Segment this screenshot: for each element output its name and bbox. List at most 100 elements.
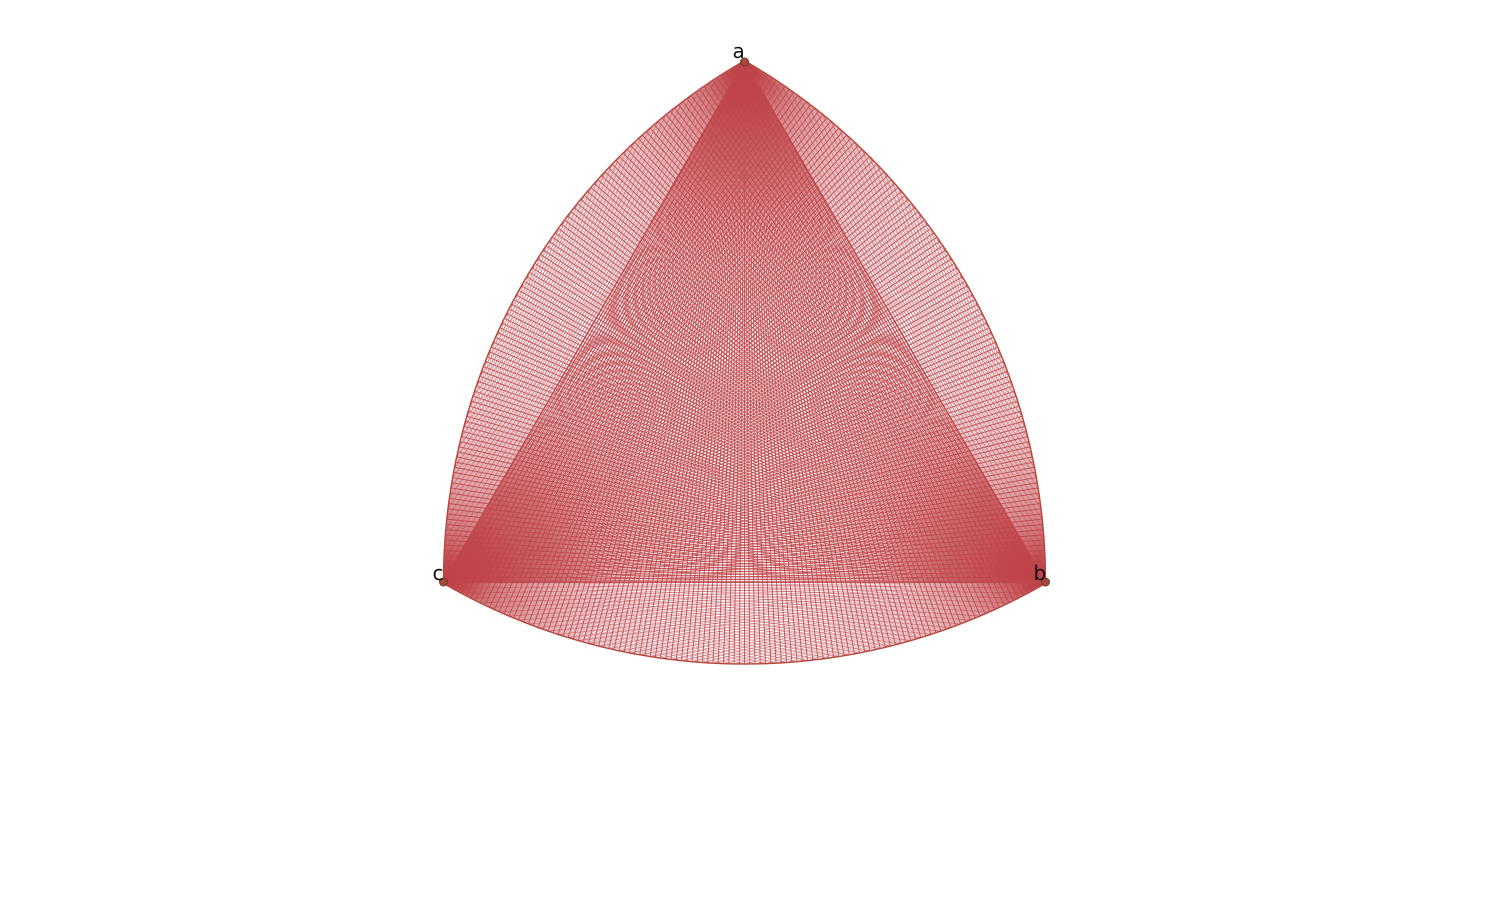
arc-ca-radial-line — [529, 271, 1046, 583]
vertex-markers — [439, 57, 1050, 587]
arc-ca-chord-line — [443, 290, 520, 583]
arc-bc-radial-line — [513, 61, 745, 619]
arc-ca-radial-line — [450, 487, 1046, 583]
arc-ca-radial-line — [489, 351, 1046, 583]
arc-ab-chord-line — [744, 61, 1046, 572]
arc-ca-radial-line — [468, 410, 1046, 583]
arc-ab-chord-line — [744, 61, 949, 255]
arc-bc-chord-line — [443, 581, 839, 657]
arc-bc-radial-line — [649, 61, 745, 657]
arc-bc-chord-line — [681, 581, 1046, 662]
arc-ca-radial-line — [738, 63, 1046, 583]
vertex-a-point[interactable] — [740, 57, 749, 67]
arc-ca-radial-line — [452, 477, 1046, 583]
arc-ca-chord-line — [443, 164, 613, 583]
arc-ca-chord-line — [490, 61, 745, 348]
vertex-c-point[interactable] — [439, 577, 448, 587]
arc-ab-chord-line — [744, 61, 1046, 562]
arc-ca-radial-line — [669, 110, 1046, 583]
arc-ca-radial-line — [590, 187, 1046, 583]
arc-ca-radial-line — [583, 195, 1046, 583]
arc-ca-radial-line — [619, 156, 1046, 583]
arc-ca-radial-line — [699, 88, 1046, 583]
arc-ab-chord-line — [924, 219, 1046, 583]
arc-ca-chord-line — [443, 134, 643, 583]
arc-bc-radial-line — [744, 61, 772, 664]
arc-ca-radial-line — [543, 249, 1046, 583]
arc-ca-radial-line — [446, 518, 1046, 583]
arc-ca-radial-line — [657, 120, 1046, 583]
arc-ca-chord-line — [443, 245, 547, 583]
edge-ca — [442, 61, 746, 583]
arc-ca-radial-line — [450, 492, 1046, 583]
arc-ab-chord-line — [744, 61, 1006, 367]
arc-ab-chord-line — [744, 61, 999, 348]
arc-ca — [442, 60, 745, 583]
arc-ca-radial-line — [577, 203, 1046, 583]
arc-ca-chord-line — [443, 61, 745, 551]
arc-ca-radial-line — [469, 405, 1046, 583]
arc-bc-chord-line — [443, 581, 787, 663]
arc-ab-radial-line — [443, 280, 966, 583]
arc-ca-radial-line — [540, 254, 1046, 583]
arc-bc-chord-line — [528, 581, 1046, 625]
arc-bc-chord-line — [443, 581, 703, 663]
arc-ca-radial-line — [518, 289, 1046, 583]
arc-bc-chord-line — [765, 581, 1046, 665]
arc-ca-radial-line — [444, 544, 1046, 583]
arc-ab-radial-line — [443, 171, 885, 583]
arc-bc-chord-line — [518, 581, 1046, 621]
arc-ca-radial-line — [721, 74, 1046, 583]
arc-ca-chord-line — [443, 66, 736, 583]
arc-ca-chord-line — [443, 171, 606, 583]
arc-ab-chord-line — [744, 61, 1028, 437]
arc-ca-chord-line — [443, 211, 572, 583]
arc-ab-chord-line — [744, 61, 944, 246]
arc-bc-radial-line — [567, 61, 745, 638]
arc-ca-radial-line — [465, 420, 1046, 583]
arc-ca-radial-line — [459, 441, 1046, 583]
arc-ca-radial-line — [499, 327, 1046, 583]
arc-bc-chord-line — [702, 581, 1046, 663]
arc-bc-chord-line — [443, 581, 745, 665]
arc-ca-radial-line — [570, 211, 1046, 583]
arc-ca-radial-line — [453, 471, 1046, 583]
arc-ab-chord-line — [744, 61, 1023, 417]
arc-ca-radial-line — [580, 199, 1046, 583]
arc-ca-radial-line — [447, 508, 1046, 583]
arc-ca-radial-line — [526, 276, 1046, 583]
arc-bc-radial-line — [460, 61, 745, 594]
arc-ca-chord-line — [443, 299, 515, 583]
arc-ca-radial-line — [448, 503, 1046, 583]
arc-bc-chord-line — [499, 581, 1046, 613]
arc-ca-radial-line — [487, 356, 1046, 583]
vertex-b-point[interactable] — [1041, 577, 1050, 587]
arc-ca-radial-line — [630, 145, 1046, 583]
arc-ca-radial-line — [531, 267, 1046, 583]
arc-ab-chord-line — [744, 61, 1046, 551]
arc-ca-radial-line — [545, 245, 1046, 583]
arc-bc-radial-line — [527, 61, 745, 625]
arc-ca-radial-line — [474, 390, 1046, 583]
arc-ab-chord-line — [744, 61, 960, 273]
arc-ca-radial-line — [463, 425, 1046, 583]
arc-bc-chord-line — [443, 581, 756, 665]
arc-bc-radial-line — [456, 61, 745, 591]
vertex-b-label: b — [1034, 561, 1047, 585]
arc-ca-radial-line — [593, 183, 1046, 583]
arc-bc-radial-line — [744, 61, 962, 625]
arc-bc-radial-line — [608, 61, 745, 649]
arc-bc-chord-line — [639, 581, 1046, 656]
arc-bc-radial-line — [587, 61, 745, 644]
arc-ca-chord-line — [443, 83, 709, 583]
arc-ca-radial-line — [734, 66, 1046, 583]
arc-bc-chord-line — [443, 581, 724, 665]
arc-ca-radial-line — [695, 91, 1046, 583]
arc-ca-radial-line — [626, 148, 1046, 583]
arc-ca-radial-line — [443, 560, 1046, 583]
arc-bc-chord-line — [619, 581, 1046, 652]
arc-bc-chord-line — [568, 581, 1046, 638]
arc-ca-radial-line — [445, 534, 1046, 583]
arc-bc-radial-line — [744, 61, 788, 663]
arc-bc-radial-line — [613, 61, 745, 650]
